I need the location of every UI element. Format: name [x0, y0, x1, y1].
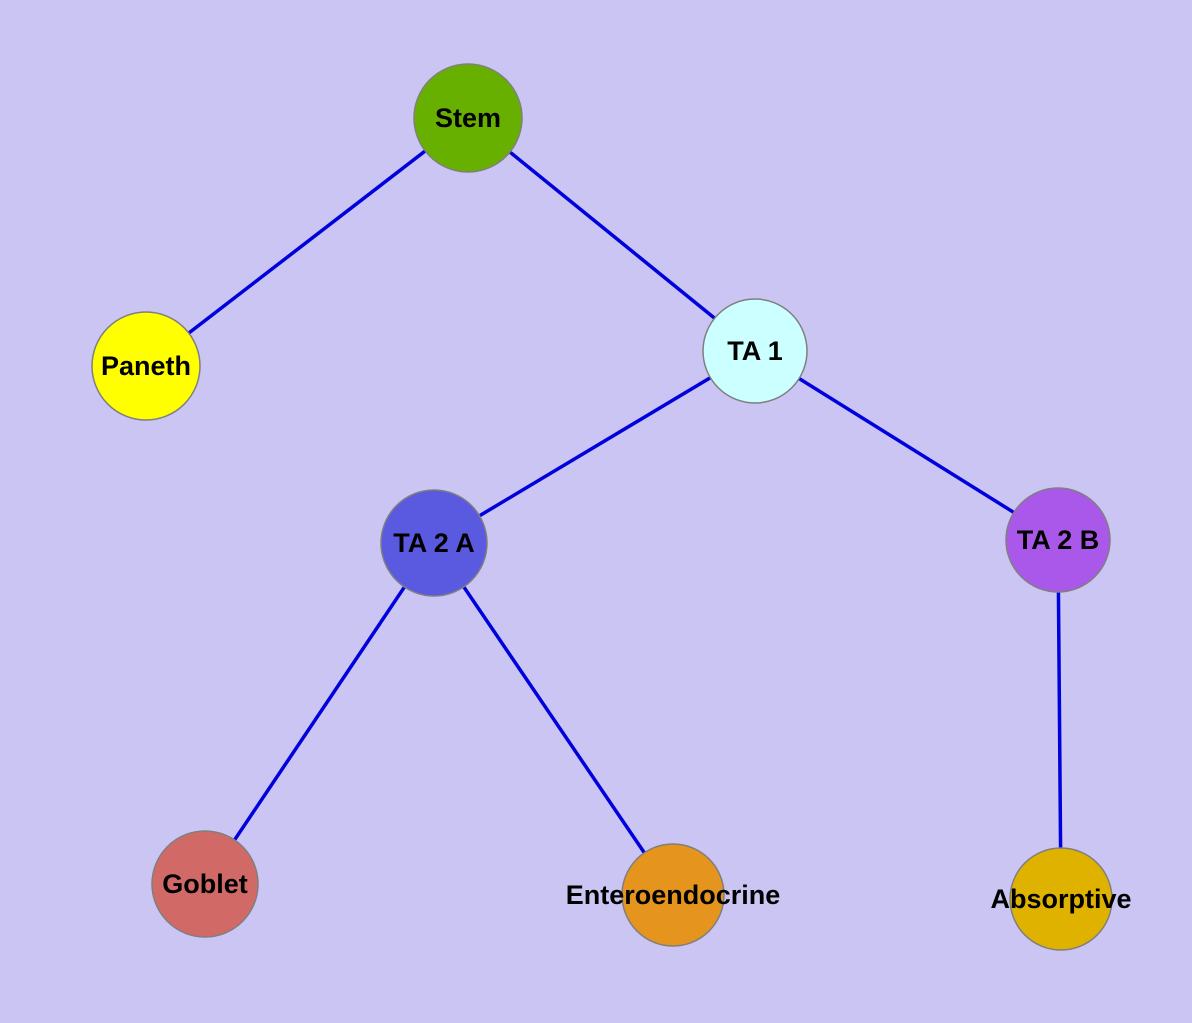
edge-ta-1-ta-2-a	[433, 349, 756, 545]
edges-layer	[144, 116, 1063, 900]
node-stem[interactable]: Stem	[413, 63, 523, 173]
node-ta-1[interactable]: TA 1	[702, 298, 808, 404]
node-circle-ta-2-b[interactable]	[1005, 487, 1111, 593]
node-circle-paneth[interactable]	[91, 311, 201, 421]
node-paneth[interactable]: Paneth	[91, 311, 201, 421]
edge-ta-2-a-goblet	[203, 542, 436, 885]
node-circle-ta-1[interactable]	[702, 298, 808, 404]
edge-stem-ta-1	[466, 116, 757, 353]
edge-ta-2-b-absorptive	[1056, 539, 1063, 900]
node-goblet[interactable]: Goblet	[151, 830, 259, 938]
node-ta-2-b[interactable]: TA 2 B	[1005, 487, 1111, 593]
edge-ta-1-ta-2-b	[754, 349, 1059, 542]
node-circle-goblet[interactable]	[151, 830, 259, 938]
node-circle-enteroendocrine[interactable]	[621, 843, 725, 947]
edge-stem-paneth	[144, 116, 470, 368]
node-circle-ta-2-a[interactable]	[380, 489, 488, 597]
edge-ta-2-a-enteroendocrine	[432, 542, 675, 896]
node-circle-absorptive[interactable]	[1009, 847, 1113, 951]
node-circle-stem[interactable]	[413, 63, 523, 173]
node-ta-2-a[interactable]: TA 2 A	[380, 489, 488, 597]
